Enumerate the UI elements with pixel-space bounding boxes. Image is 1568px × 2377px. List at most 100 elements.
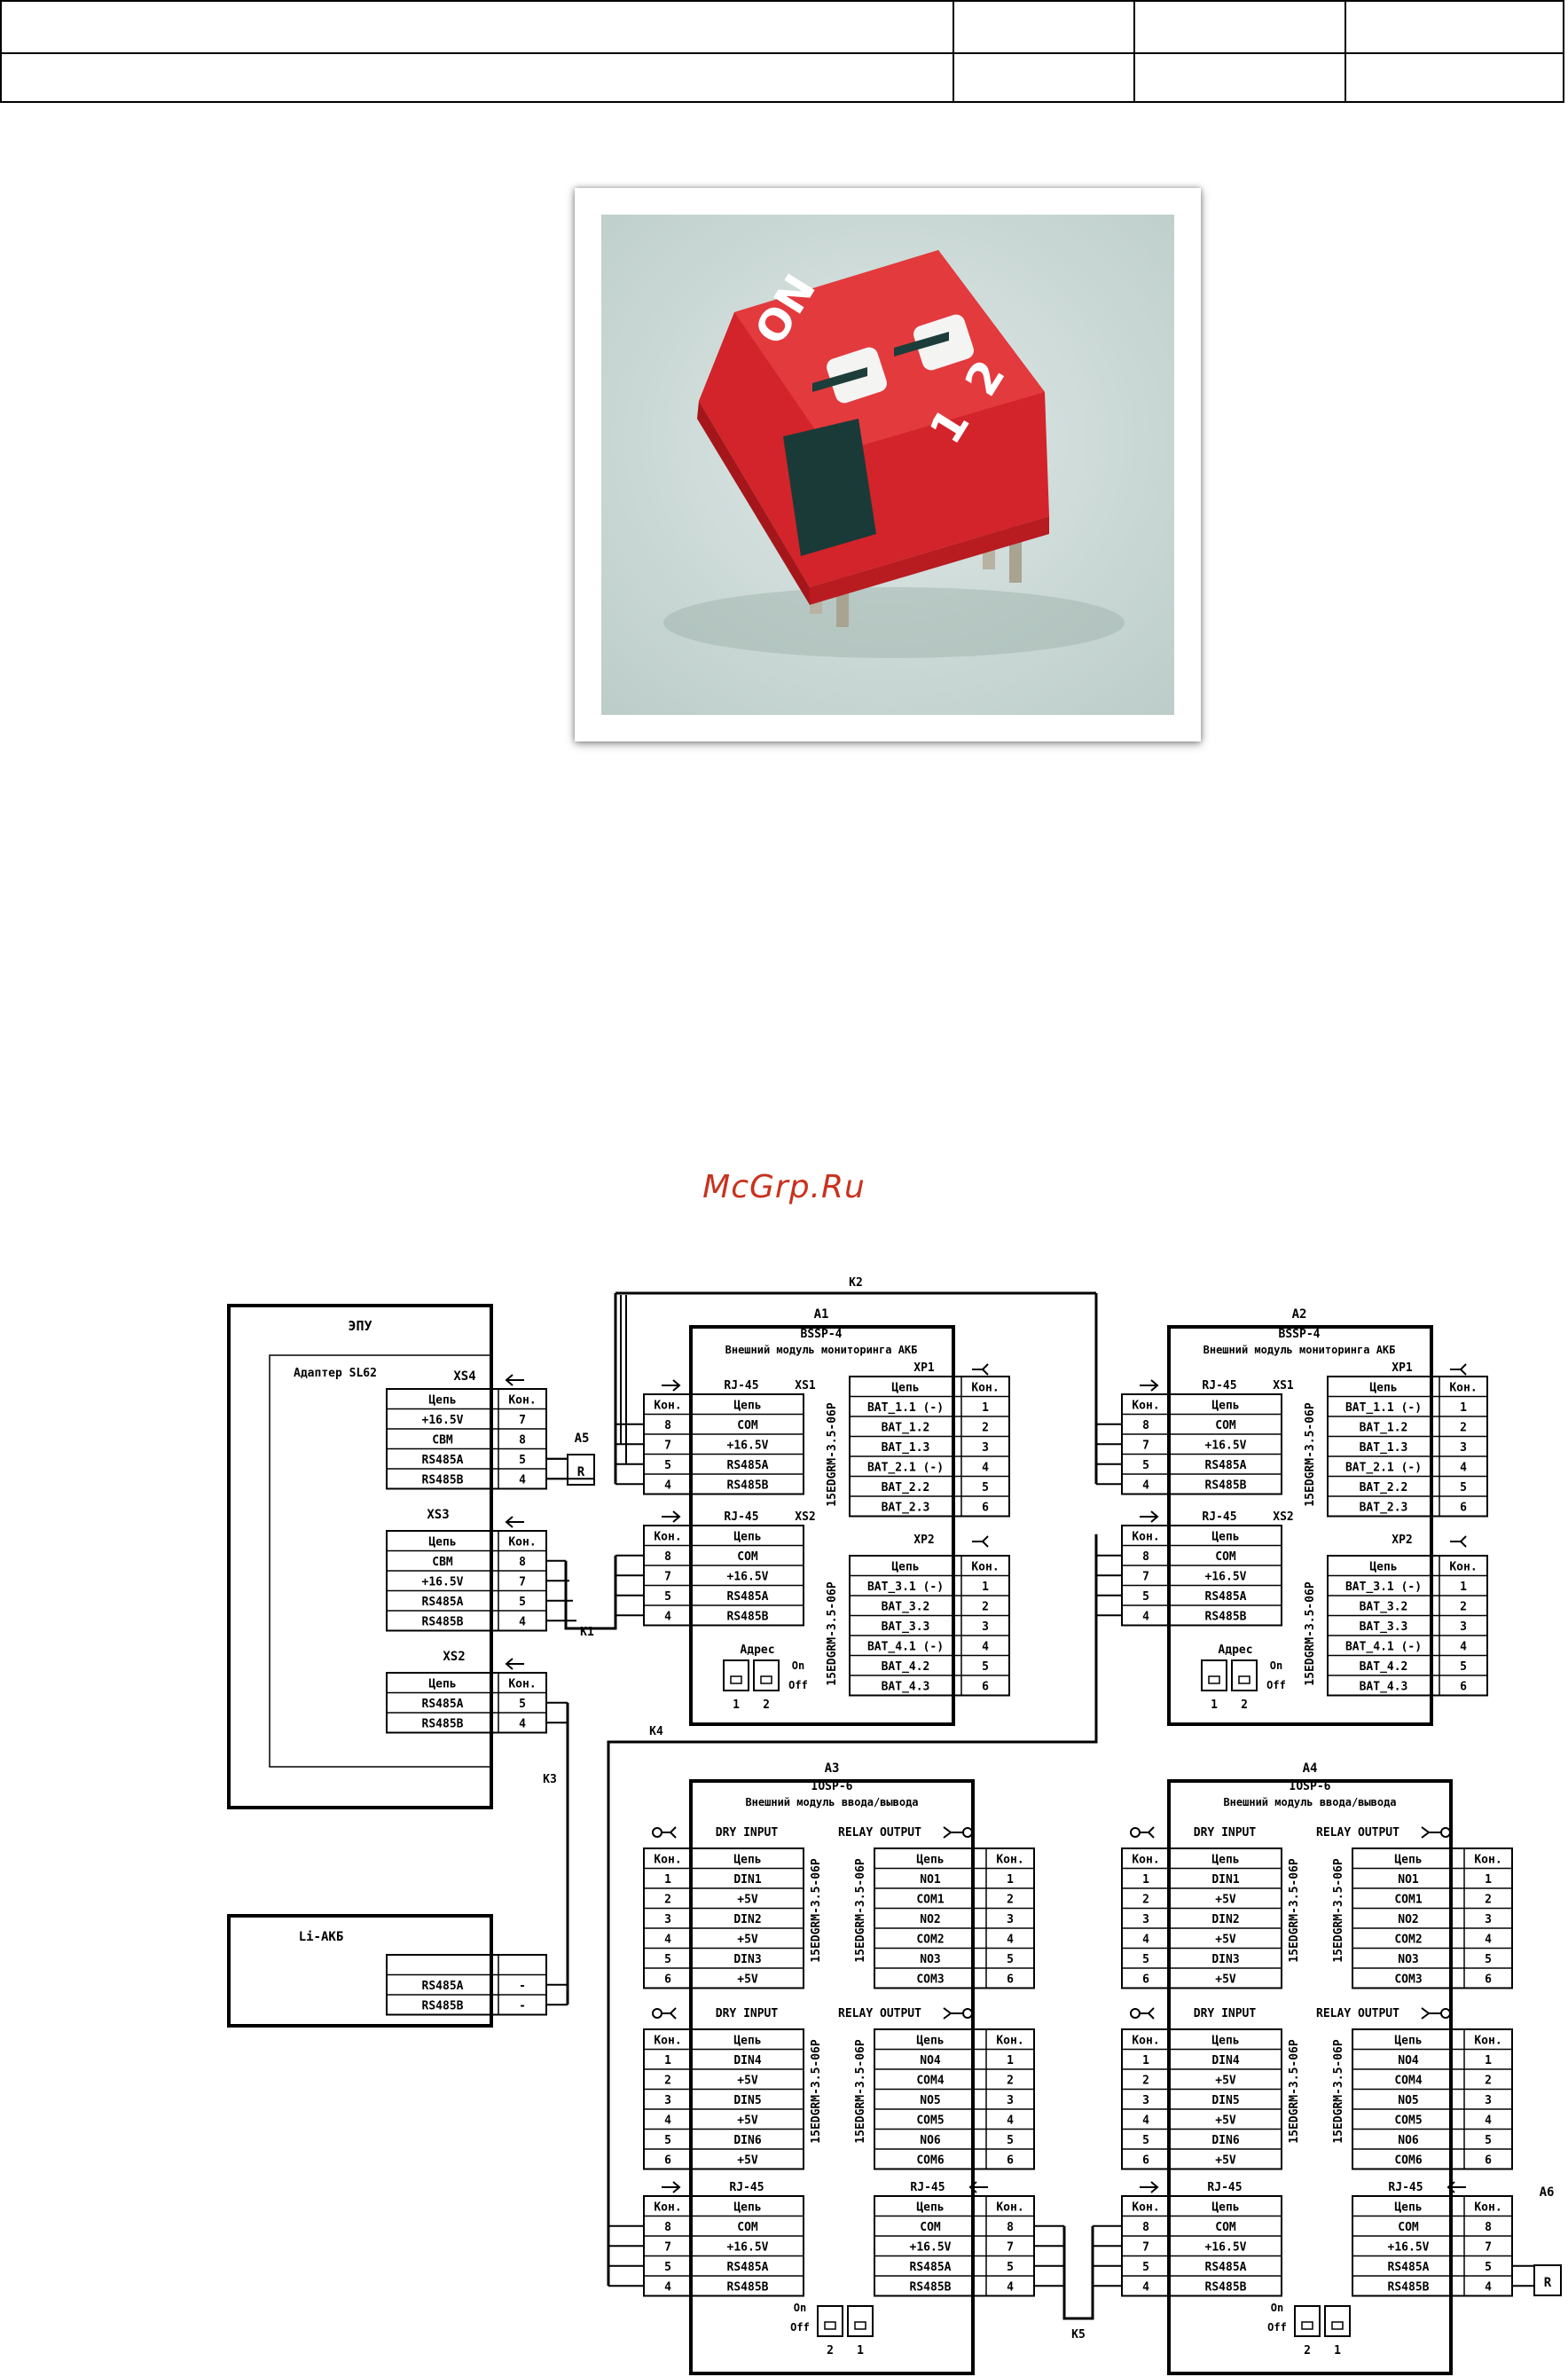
plug-input-icon <box>1147 1826 1155 1839</box>
table-header: Цепь <box>1394 1854 1422 1867</box>
table-cell: 5 <box>519 1596 526 1609</box>
table-cell: 4 <box>1460 1641 1467 1654</box>
table-cell: +5V <box>1215 1894 1236 1907</box>
arrow-right-icon <box>672 2181 681 2193</box>
arrow-left-icon <box>968 2181 977 2193</box>
connector-type-label: 15EDGRM-3.5-06P <box>1304 1402 1317 1507</box>
dry-input-label: DRY INPUT <box>716 2007 779 2020</box>
dip-on-label: On <box>1271 2302 1283 2314</box>
table-cell: 4 <box>664 1611 671 1624</box>
table-cell: 4 <box>1485 1934 1492 1947</box>
module-designator: A1 <box>814 1307 829 1322</box>
table-cell: COM <box>737 2221 758 2234</box>
table-header: Кон. <box>508 1536 536 1549</box>
table-cell: COM2 <box>916 1934 944 1947</box>
table-header: Кон. <box>654 1531 681 1544</box>
cable-k5-label: K5 <box>1071 2328 1086 2342</box>
relay-output-table <box>874 1847 1035 1989</box>
table-cell: 2 <box>1142 1894 1149 1907</box>
dip-slider <box>1301 2321 1313 2330</box>
table-cell: COM5 <box>1394 2114 1422 2128</box>
table-cell: RS485B <box>422 2000 464 2013</box>
table-cell: 5 <box>982 1660 989 1674</box>
address-dip-switch <box>1201 1659 1227 1691</box>
table-header: Кон. <box>996 1854 1023 1867</box>
xp1-table <box>1327 1376 1488 1518</box>
table-header: Кон. <box>1474 1854 1501 1867</box>
table-cell: RS485B <box>1388 2281 1430 2295</box>
wire-to-a5 <box>546 1478 595 1485</box>
dry-input-label: DRY INPUT <box>1194 1826 1257 1840</box>
dip-slider <box>760 1675 772 1684</box>
table-cell: RS485B <box>422 1718 464 1731</box>
table-cell: RS485B <box>910 2281 952 2295</box>
module-a3-iosp <box>689 1779 975 2375</box>
plug-input-icon <box>652 2008 662 2019</box>
table-cell: 5 <box>1007 2261 1014 2274</box>
table-cell: 6 <box>1142 1973 1149 1987</box>
table-cell: +16.5V <box>1388 2241 1430 2255</box>
table-cell: 3 <box>1460 1441 1467 1455</box>
table-cell: RS485A <box>910 2261 952 2274</box>
table-header: Цепь <box>1211 1400 1239 1413</box>
table-header: Цепь <box>733 2201 761 2215</box>
table-header: Кон. <box>508 1394 536 1408</box>
table-cell: 6 <box>1142 2154 1149 2168</box>
table-cell: 5 <box>664 1590 671 1604</box>
table-cell: 3 <box>1007 1913 1014 1926</box>
dip-off-label: Off <box>790 2321 810 2334</box>
table-cell: 1 <box>1142 1873 1149 1887</box>
table-header: Кон. <box>1132 1400 1159 1413</box>
module-name: BSSP-4 <box>1279 1328 1321 1341</box>
table-cell: COM <box>737 1419 758 1432</box>
table-cell: 2 <box>1460 1601 1467 1614</box>
table-cell: 7 <box>664 1440 671 1453</box>
table-cell: RS485A <box>1388 2261 1430 2274</box>
table-cell: 5 <box>1485 2261 1492 2274</box>
table-cell: +16.5V <box>727 2241 769 2255</box>
plug-output-icon <box>962 1827 973 1838</box>
cable-k5 <box>1062 2225 1094 2320</box>
table-cell: 2 <box>1142 2075 1149 2088</box>
table-header: Цепь <box>916 1854 944 1867</box>
table-cell: COM <box>1215 1419 1236 1432</box>
table-cell: 6 <box>1007 2154 1014 2168</box>
rj45-label: RJ-45 <box>1202 1379 1236 1392</box>
connector-type-label: 15EDGRM-3.5-06P <box>826 1402 839 1507</box>
connector-type-label: 15EDGRM-3.5-06P <box>1332 1858 1345 1963</box>
rj45-label: RJ-45 <box>1388 2181 1423 2194</box>
table-cell: 3 <box>982 1441 989 1455</box>
table-cell: 2 <box>982 1422 989 1435</box>
cable-k1-label: K1 <box>580 1626 594 1639</box>
address-dip-switch <box>723 1659 749 1691</box>
table-cell: COM4 <box>916 2075 944 2088</box>
table-cell: 3 <box>1485 2094 1492 2107</box>
arrow-left-icon <box>505 1658 514 1670</box>
table-cell: BAT_4.1 (-) <box>1345 1641 1422 1654</box>
xp1-table <box>849 1376 1010 1518</box>
table-cell: DIN4 <box>1211 2054 1239 2067</box>
epu-xs4-table <box>386 1388 547 1490</box>
table-cell: COM1 <box>916 1894 944 1907</box>
table-cell: NO5 <box>1398 2094 1418 2107</box>
table-cell: RS485B <box>1205 1479 1247 1493</box>
rj45-label: RJ-45 <box>724 1379 758 1392</box>
table-cell: BAT_2.2 <box>882 1481 930 1494</box>
table-cell: 2 <box>1007 1894 1014 1907</box>
iosp-a3-dip-switch <box>817 2305 843 2337</box>
plug-input-icon <box>1130 2008 1141 2019</box>
table-cell: СВМ <box>432 1434 453 1447</box>
table-cell: 3 <box>1142 1913 1149 1926</box>
table-cell: RS485A <box>422 1454 464 1467</box>
dry-input-table <box>1121 2028 1282 2170</box>
connector-xs2-label: XS2 <box>1273 1510 1293 1524</box>
table-header: Цепь <box>1369 1561 1397 1574</box>
relay-output-label: RELAY OUTPUT <box>838 1826 921 1840</box>
cable-k4-label: K4 <box>649 1725 663 1738</box>
table-header: Кон. <box>996 2201 1023 2215</box>
module-description: Внешний модуль ввода/вывода <box>745 1796 918 1808</box>
table-cell: COM6 <box>1394 2154 1422 2168</box>
connector-type-label: 15EDGRM-3.5-06P <box>1304 1581 1317 1686</box>
table-cell: 4 <box>1460 1462 1467 1475</box>
dip-number: 2 <box>827 2344 834 2357</box>
